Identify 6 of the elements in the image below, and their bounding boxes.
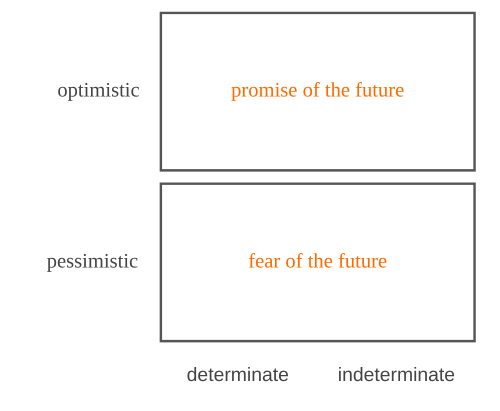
label: optimistic bbox=[56, 80, 140, 102]
label: pessimistic bbox=[46, 250, 138, 272]
node-box: promise of the future bbox=[159, 12, 476, 172]
node-box: fear of the future bbox=[159, 182, 476, 342]
label: indeterminate bbox=[337, 364, 455, 386]
label: determinate bbox=[186, 364, 288, 386]
